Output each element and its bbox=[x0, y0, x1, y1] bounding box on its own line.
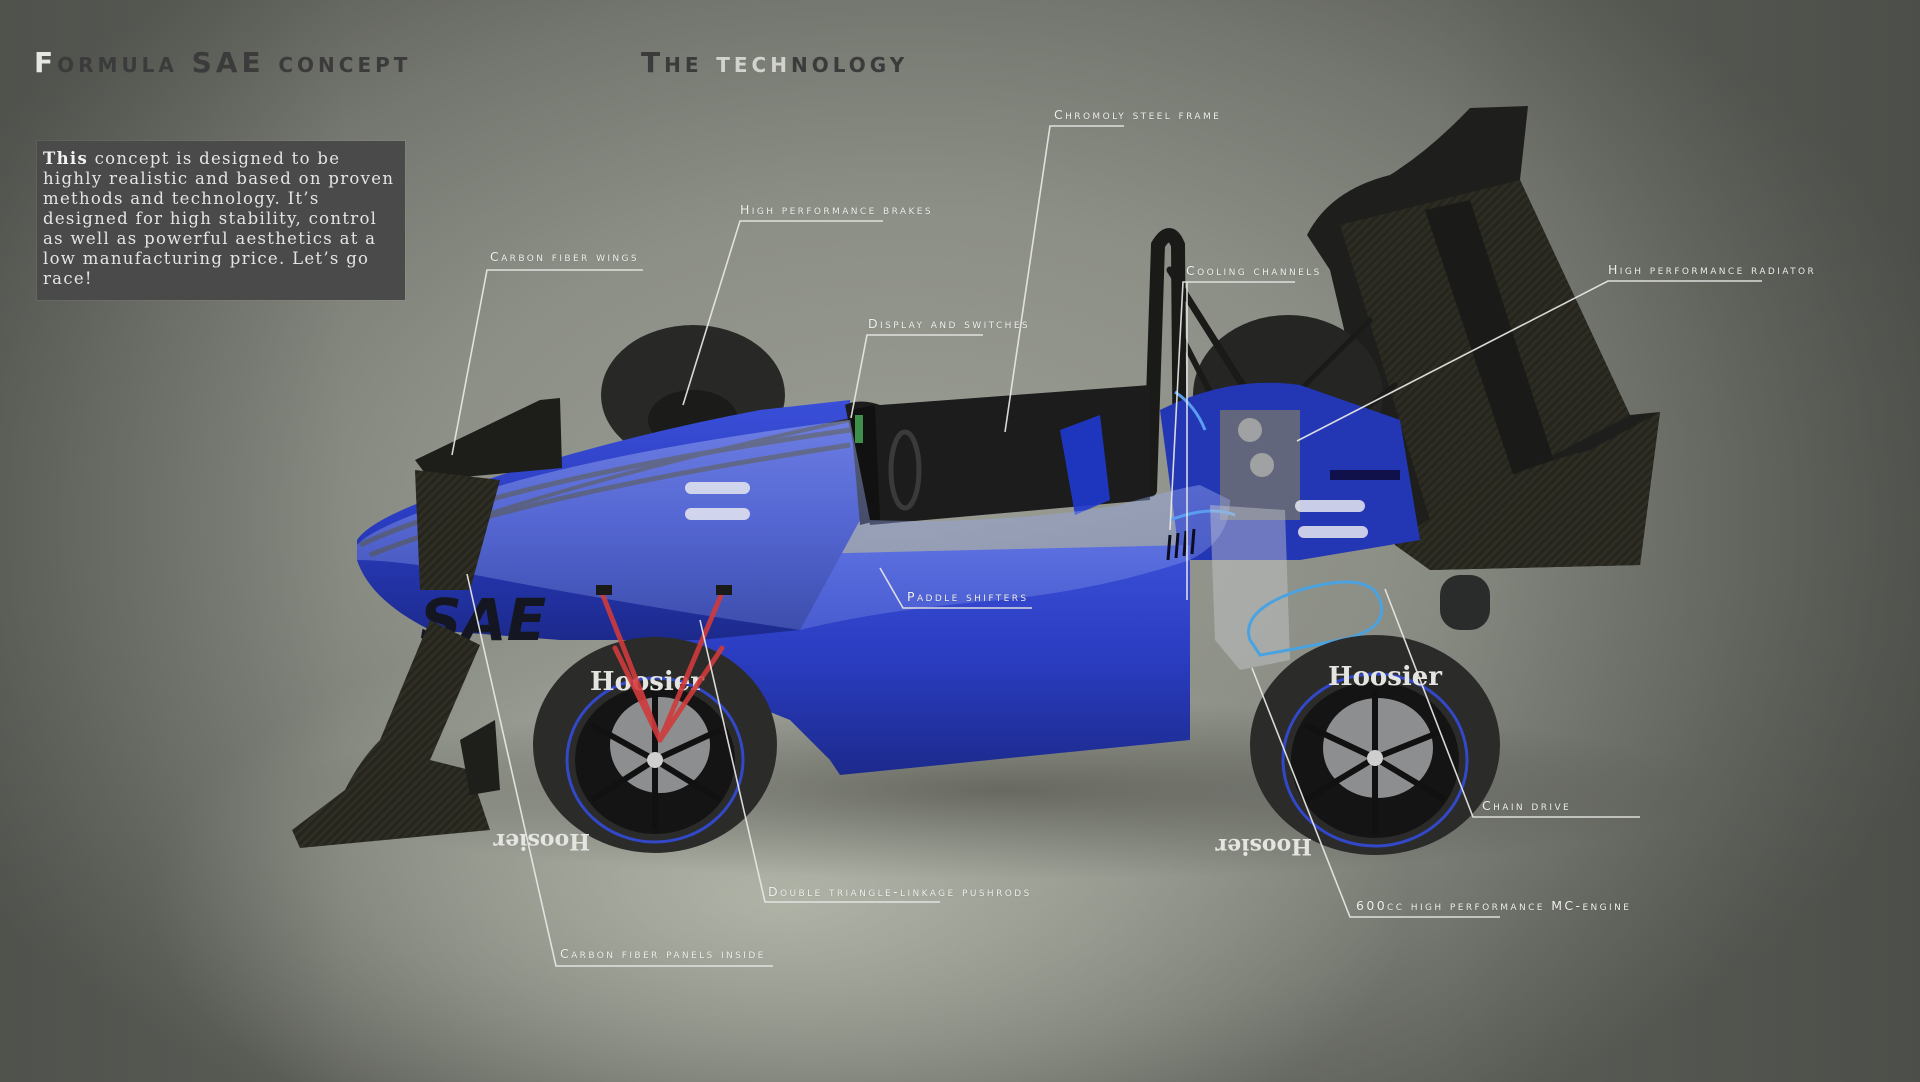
intro-panel: This concept is designed to be highly re… bbox=[37, 141, 405, 300]
chain-drive-loop bbox=[1247, 580, 1383, 657]
exhaust bbox=[1440, 575, 1490, 630]
intro-lead-word: This bbox=[43, 149, 89, 168]
tech-title-highlight: tech bbox=[716, 46, 791, 79]
tech-title-part: nology bbox=[790, 46, 909, 79]
tire-brand-bottom: Hoosier bbox=[1215, 833, 1312, 859]
tech-title-part: The bbox=[641, 46, 717, 79]
engine-cover-ghost bbox=[1210, 505, 1290, 670]
intro-body: concept is designed to be highly realist… bbox=[43, 149, 395, 288]
callout-cooling-channels: Cooling channels bbox=[1186, 263, 1322, 278]
section-title-technology: The technology bbox=[641, 46, 908, 79]
callout-display-and-switches: Display and switches bbox=[868, 316, 1031, 331]
tire-brand-top: Hoosier bbox=[1328, 662, 1442, 692]
steering-wheel bbox=[888, 429, 922, 511]
callout-chromoly-steel-frame: Chromoly steel frame bbox=[1054, 107, 1222, 122]
callout-chain-drive: Chain drive bbox=[1482, 798, 1572, 813]
callout-high-performance-brakes: High performance brakes bbox=[740, 202, 933, 217]
callout-engine: 600cc high performance MC-engine bbox=[1356, 898, 1632, 913]
callout-paddle-shifters: Paddle shifters bbox=[907, 589, 1029, 604]
display-panel bbox=[855, 415, 863, 443]
rear-shocks bbox=[1295, 500, 1368, 538]
tire-brand-bottom: Hoosier bbox=[493, 828, 590, 854]
intro-text: This concept is designed to be highly re… bbox=[43, 149, 403, 289]
callout-carbon-fiber-wings: Carbon fiber wings bbox=[490, 249, 640, 264]
callout-high-performance-radiator: High performance radiator bbox=[1608, 262, 1817, 277]
callout-carbon-fiber-panels: Carbon fiber panels inside bbox=[560, 946, 766, 961]
front-shocks bbox=[685, 482, 750, 520]
callout-pushrods: Double triangle-linkage pushrods bbox=[768, 884, 1032, 899]
title-initial: F bbox=[34, 46, 58, 79]
page-title: Formula SAE concept bbox=[34, 46, 411, 79]
title-rest: ormula SAE concept bbox=[57, 46, 412, 79]
